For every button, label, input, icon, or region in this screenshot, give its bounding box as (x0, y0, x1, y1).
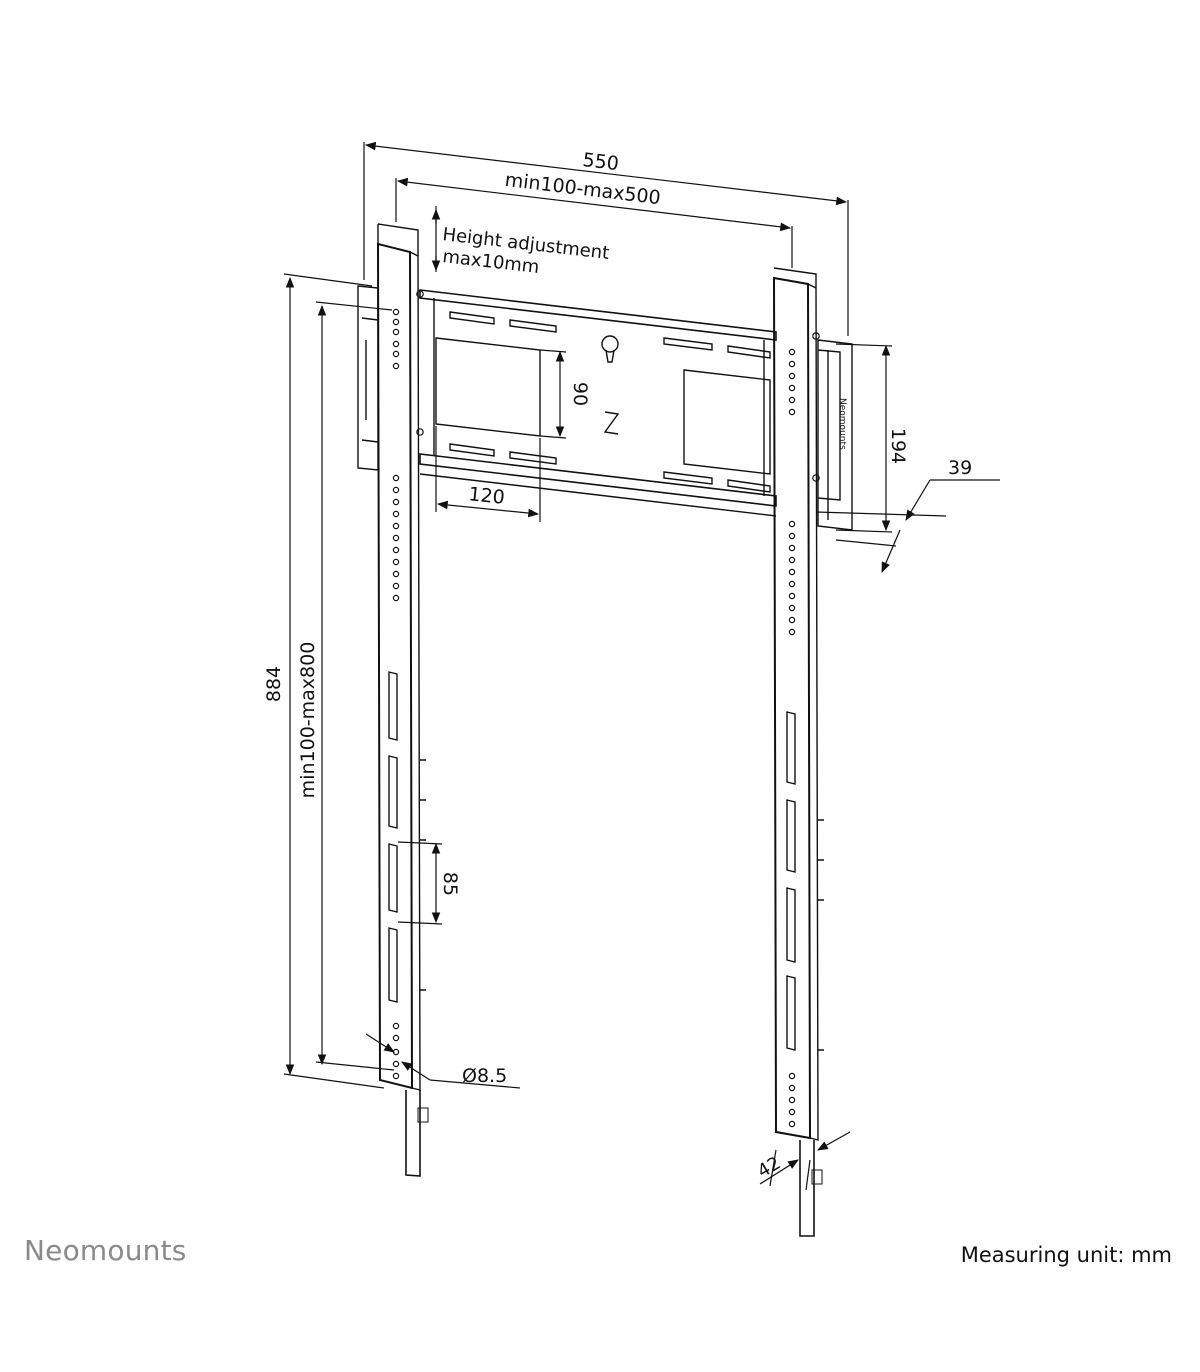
dimension-lines (283, 141, 1000, 1191)
dim-plate-height: 90 (569, 382, 591, 406)
brand-logo: Neomounts (24, 1234, 187, 1267)
mount-outline (357, 223, 853, 1237)
dim-depth: 39 (948, 457, 972, 479)
dim-slot-height: 85 (439, 872, 461, 896)
measuring-unit-note: Measuring unit: mm (960, 1243, 1172, 1267)
dim-bracket-height: 194 (887, 428, 909, 464)
mounting-holes (392, 290, 820, 1128)
dim-hole-diameter: Ø8.5 (462, 1065, 507, 1087)
dim-overall-width: 550 (581, 149, 620, 175)
dim-arm-depth: 42 (754, 1153, 784, 1183)
dim-overall-height: 884 (263, 666, 285, 702)
dim-hole-spacing-height: min100-max800 (297, 642, 319, 799)
bracket-brand-label: Neomounts (837, 398, 847, 450)
dim-plate-width: 120 (467, 483, 505, 509)
